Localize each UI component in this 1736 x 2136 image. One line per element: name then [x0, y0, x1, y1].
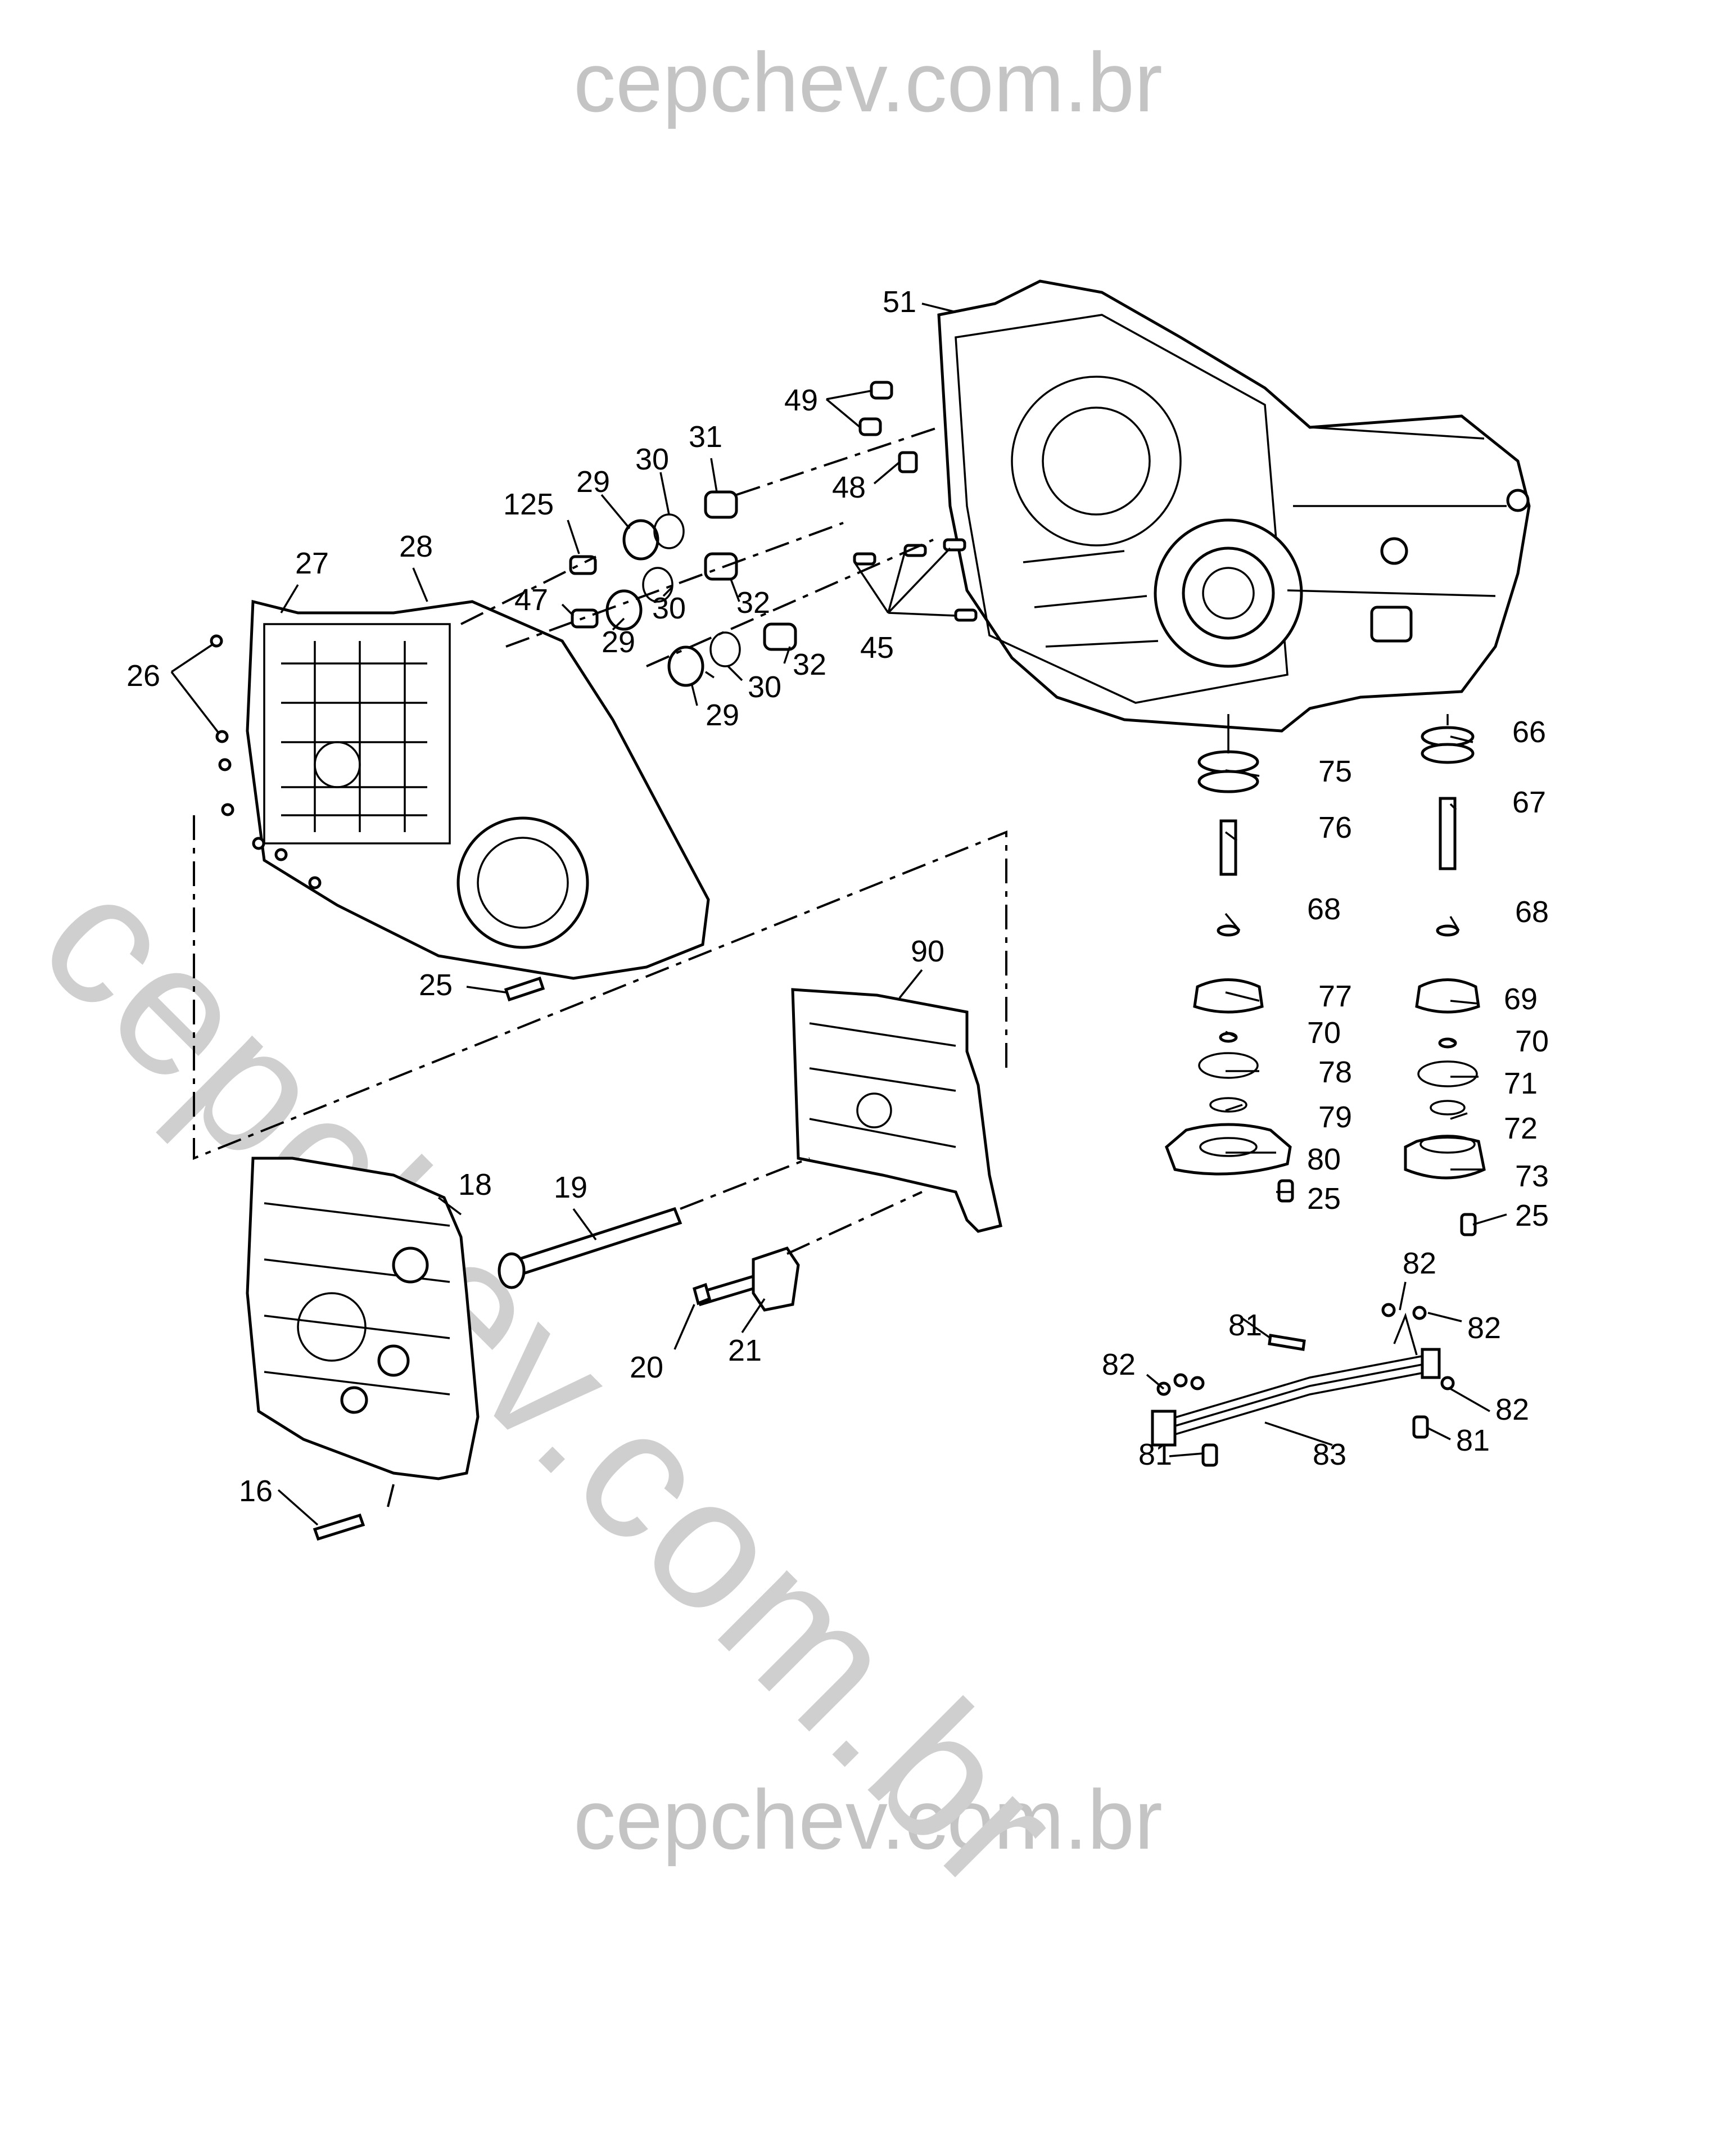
small-parts — [210, 381, 1477, 1541]
spacer-plate — [791, 988, 1002, 1233]
callout-69: 69 — [1504, 982, 1538, 1016]
assembly-lines — [193, 426, 1449, 1507]
callout-32-top: 32 — [736, 586, 770, 620]
callout-16: 16 — [239, 1474, 273, 1508]
callout-75: 75 — [1318, 755, 1352, 788]
callout-68-left: 68 — [1307, 892, 1341, 926]
callout-25-left: 25 — [419, 968, 453, 1002]
callout-79: 79 — [1318, 1100, 1352, 1134]
callout-25-mid: 25 — [1307, 1182, 1341, 1216]
accumulator-right — [1404, 726, 1486, 1180]
callout-77: 77 — [1318, 979, 1352, 1013]
leader-lines — [170, 302, 1507, 1526]
case-cover — [246, 599, 710, 980]
callout-47: 47 — [514, 583, 548, 617]
callout-90: 90 — [911, 934, 944, 968]
callout-82-top: 82 — [1403, 1247, 1436, 1280]
callout-70-left: 70 — [1307, 1016, 1341, 1050]
callout-81-right: 81 — [1456, 1424, 1490, 1457]
callout-26: 26 — [126, 659, 160, 693]
callout-82-right: 82 — [1495, 1393, 1529, 1426]
callout-80: 80 — [1307, 1142, 1341, 1176]
pipe-assembly — [1151, 1312, 1441, 1447]
callout-72: 72 — [1504, 1112, 1538, 1145]
callout-81-left: 81 — [1138, 1438, 1172, 1471]
callout-21: 21 — [728, 1334, 762, 1367]
callout-66: 66 — [1512, 715, 1546, 749]
callout-19: 19 — [554, 1171, 587, 1204]
callout-29-mid: 29 — [602, 625, 635, 659]
accumulator-left — [1165, 750, 1292, 1176]
callout-18: 18 — [458, 1168, 492, 1202]
callout-78: 78 — [1318, 1055, 1352, 1089]
callout-83: 83 — [1313, 1438, 1346, 1471]
watermark-top: cepchev.com.br — [573, 35, 1163, 129]
callout-31: 31 — [689, 420, 722, 454]
callout-71: 71 — [1504, 1067, 1538, 1100]
callout-82-right-top: 82 — [1467, 1311, 1501, 1345]
callout-29-bottom: 29 — [706, 698, 739, 732]
callout-68-right: 68 — [1515, 895, 1549, 929]
callout-82-left: 82 — [1102, 1348, 1136, 1381]
callouts: 51 49 48 45 31 30 29 125 47 29 30 32 32 … — [126, 285, 1549, 1508]
callout-70-right: 70 — [1515, 1024, 1549, 1058]
callout-73: 73 — [1515, 1159, 1549, 1193]
transmission-case — [937, 279, 1531, 733]
callout-51: 51 — [883, 285, 916, 319]
manual-shaft — [498, 1207, 682, 1289]
callout-81-top: 81 — [1228, 1308, 1262, 1342]
callout-27: 27 — [295, 547, 329, 580]
valve-body — [246, 1157, 480, 1480]
callout-20: 20 — [630, 1351, 663, 1384]
callout-25-right: 25 — [1515, 1199, 1549, 1232]
exploded-parts-diagram: 51 49 48 45 31 30 29 125 47 29 30 32 32 … — [126, 279, 1549, 1541]
callout-76: 76 — [1318, 811, 1352, 845]
bolt-and-bracket — [692, 1247, 800, 1312]
callout-67: 67 — [1512, 785, 1546, 819]
callout-32-bottom: 32 — [793, 648, 826, 681]
callout-125: 125 — [503, 487, 554, 521]
callout-28: 28 — [399, 530, 433, 563]
callout-29-top: 29 — [576, 465, 610, 499]
watermark-bottom: cepchev.com.br — [573, 1772, 1163, 1867]
callout-30-mid: 30 — [652, 591, 686, 625]
callout-48: 48 — [832, 471, 866, 504]
callout-49: 49 — [784, 383, 818, 417]
callout-45: 45 — [860, 631, 894, 665]
callout-30-top: 30 — [635, 442, 669, 476]
callout-30-bottom: 30 — [748, 670, 781, 704]
